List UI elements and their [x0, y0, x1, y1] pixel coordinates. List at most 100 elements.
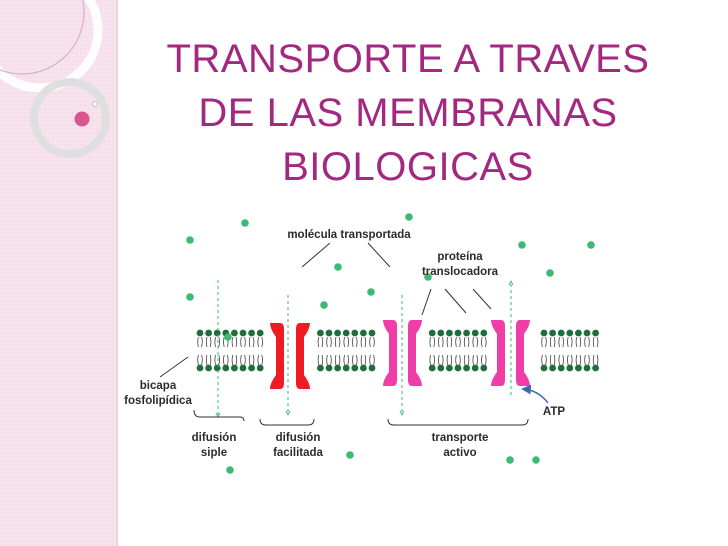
lipid-head-bottom — [351, 364, 359, 372]
lipid-head-top — [575, 329, 582, 337]
lipid-head-top — [248, 329, 256, 337]
decor-dot-pink — [74, 111, 90, 127]
lipid-tail-bottom — [248, 354, 255, 366]
label-simple-line-2: siple — [201, 447, 227, 459]
decor-ring-outline — [0, 0, 85, 75]
lipid-tail-bottom — [326, 354, 332, 366]
channel-protein-red — [270, 323, 310, 389]
lipid-tail-top — [257, 336, 263, 348]
lipid-head-top — [213, 329, 221, 337]
lipid-tail-top — [455, 336, 461, 348]
title-line-1: TRANSPORTE A TRAVES — [166, 37, 650, 81]
carrier-protein-pink-2 — [491, 320, 530, 386]
slide-title: TRANSPORTE A TRAVES DE LAS MEMBRANAS BIO… — [128, 32, 688, 194]
lipid-head-bottom — [540, 364, 548, 372]
decorative-sidebar — [0, 0, 118, 546]
lipid-tail-bottom — [472, 354, 478, 366]
lipid-tail-bottom — [343, 354, 349, 366]
lipid-head-bottom — [480, 364, 488, 372]
lipid-tail-top — [326, 336, 332, 348]
molecule — [241, 219, 249, 227]
lipid-head-bottom — [213, 364, 221, 372]
lipid-tail-bottom — [223, 354, 229, 366]
lipid-head-top — [231, 329, 238, 337]
lipid-tail-bottom — [360, 354, 367, 366]
lipid-head-top — [583, 329, 591, 337]
title-line-3: BIOLOGICAS — [282, 145, 534, 189]
membrane-transport-diagram: molécula transportada proteína transloca… — [124, 213, 599, 474]
lipid-tail-bottom — [197, 354, 203, 366]
lipid-head-bottom — [196, 364, 204, 372]
molecule — [346, 451, 354, 459]
lipid-head-bottom — [368, 364, 376, 372]
label-facilitated-line-2: facilitada — [273, 447, 323, 459]
molecule — [186, 236, 194, 244]
lipid-tail-bottom — [558, 354, 564, 366]
label-bilayer-line-1: bicapa — [140, 380, 177, 392]
lipid-head-top — [454, 329, 462, 337]
lipid-tail-bottom — [438, 354, 444, 366]
lipid-head-bottom — [239, 364, 247, 372]
lipid-head-bottom — [583, 364, 591, 372]
molecule — [424, 273, 432, 281]
lipid-head-bottom — [256, 364, 264, 372]
bracket-lines — [193, 409, 529, 426]
decor-dot-small — [92, 101, 98, 107]
lipid-tail-bottom — [584, 354, 590, 366]
lipid-head-top — [549, 329, 556, 337]
lipid-head-bottom — [222, 364, 230, 372]
lipid-tail-bottom — [214, 354, 220, 366]
molecule — [405, 213, 413, 221]
lipid-tail-top — [463, 336, 470, 348]
molecule — [367, 288, 375, 296]
lipid-tail-top — [205, 336, 212, 348]
lipid-tail-top — [231, 336, 238, 348]
lipid-tail-top — [567, 336, 573, 348]
molecule — [224, 333, 232, 341]
lipid-head-top — [437, 329, 445, 337]
lipid-tail-bottom — [481, 354, 487, 366]
lipid-head-top — [463, 329, 470, 337]
lipid-head-top — [256, 329, 264, 337]
lipid-tail-bottom — [429, 354, 435, 366]
lipid-head-bottom — [592, 364, 599, 372]
lipid-tail-top — [334, 336, 341, 348]
label-protein-line-1: proteína — [437, 251, 483, 263]
lipid-head-top — [205, 329, 212, 337]
lipid-head-top — [446, 329, 453, 337]
molecule — [587, 241, 595, 249]
lipid-tail-top — [472, 336, 478, 348]
lipid-tail-top — [438, 336, 444, 348]
lipid-head-top — [368, 329, 376, 337]
lipid-tail-top — [575, 336, 582, 348]
lipid-tail-bottom — [541, 354, 547, 366]
molecules — [186, 213, 595, 474]
phospholipid-bilayer — [196, 329, 599, 372]
atp-arrow — [521, 384, 549, 404]
carrier-protein-pink-1 — [383, 320, 422, 386]
lipid-head-top — [471, 329, 479, 337]
lipid-tail-top — [248, 336, 255, 348]
lipid-head-bottom — [549, 364, 556, 372]
lipid-head-bottom — [325, 364, 333, 372]
lipid-tail-bottom — [334, 354, 341, 366]
lipid-head-bottom — [205, 364, 212, 372]
molecule — [518, 241, 526, 249]
lipid-head-bottom — [557, 364, 565, 372]
lipid-head-bottom — [575, 364, 582, 372]
lipid-head-top — [566, 329, 574, 337]
lipid-tail-top — [360, 336, 367, 348]
lipid-head-bottom — [334, 364, 341, 372]
lipid-tail-bottom — [567, 354, 573, 366]
lipid-tail-bottom — [446, 354, 453, 366]
lipid-tail-bottom — [231, 354, 238, 366]
lipid-tail-bottom — [352, 354, 358, 366]
lipid-tail-top — [343, 336, 349, 348]
lipid-tail-top — [197, 336, 203, 348]
label-active-line-2: activo — [443, 447, 476, 459]
pointer-lines — [159, 242, 492, 378]
lipid-head-top — [480, 329, 488, 337]
lipid-tail-top — [352, 336, 358, 348]
label-bilayer-line-2: fosfolipídica — [124, 395, 192, 407]
molecule — [186, 293, 194, 301]
